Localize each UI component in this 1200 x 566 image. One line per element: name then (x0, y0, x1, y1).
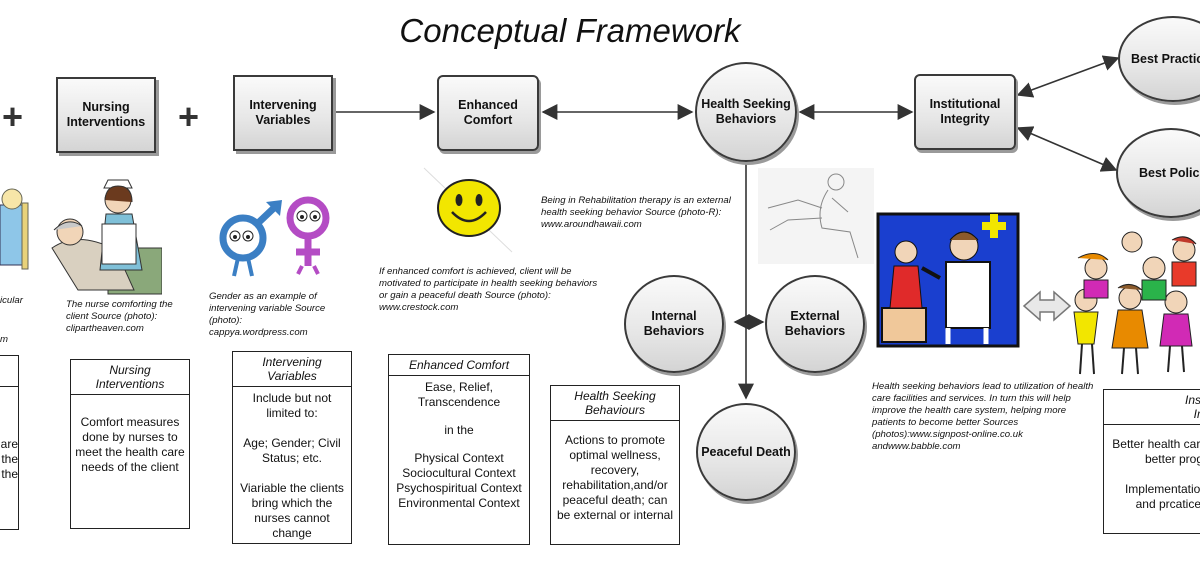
plus-sign: + (178, 96, 200, 137)
children-group-icon (1073, 231, 1197, 375)
detail-box-comfort: Enhanced Comfort Ease, Relief, Transcend… (388, 354, 530, 545)
arrow-institutional-practices (1016, 55, 1120, 98)
detail-box-nursing: Nursing Interventions Comfort measures d… (70, 359, 190, 529)
detail-box-institutional: Insti Int Better health care better prog… (1103, 389, 1200, 534)
caption-rehabilitation: Being in Rehabilitation therapy is an ex… (541, 195, 731, 230)
node-internal-behaviors[interactable]: Internal Behaviors (624, 275, 724, 373)
plus-sign: + (2, 96, 24, 137)
caption-left-partial: m (0, 334, 8, 345)
caption-health-seeking: Health seeking behaviors lead to utiliza… (872, 381, 1094, 452)
smiley-face-icon (437, 179, 501, 237)
node-health-seeking-behaviors[interactable]: Health Seeking Behaviors (695, 62, 797, 162)
caption-comfort: If enhanced comfort is achieved, client … (379, 266, 598, 313)
rehabilitation-sketch-icon (758, 168, 874, 264)
node-external-behaviors[interactable]: External Behaviors (765, 275, 865, 373)
caption-gender: Gender as an example of intervening vari… (209, 291, 326, 338)
detail-box-health: Health Seeking Behaviours Actions to pro… (550, 385, 680, 545)
page-title: Conceptual Framework (399, 12, 741, 49)
node-enhanced-comfort[interactable]: Enhanced Comfort (437, 75, 539, 151)
node-intervening-variables[interactable]: Intervening Variables (233, 75, 333, 151)
arrow-institutional-policies (1016, 126, 1118, 172)
doctor-patient-icon (876, 212, 1020, 348)
nurse-comforting-client-icon (51, 179, 162, 295)
node-nursing-interventions[interactable]: Nursing Interventions (56, 77, 156, 153)
node-best-policies[interactable]: Best Policie (1116, 128, 1200, 218)
caption-nurse: The nurse comforting the client Source (… (66, 299, 173, 334)
detail-box-left-partial: are the the (0, 355, 19, 530)
node-peaceful-death[interactable]: Peaceful Death (696, 403, 796, 501)
detail-box-intervening: Intervening Variables Include but not li… (232, 351, 352, 544)
double-arrow-icon (1022, 290, 1072, 322)
gender-symbols-icon (219, 196, 330, 277)
caption-left-partial: icular (0, 295, 23, 306)
node-institutional-integrity[interactable]: Institutional Integrity (914, 74, 1016, 150)
patient-bed-icon (0, 188, 29, 270)
